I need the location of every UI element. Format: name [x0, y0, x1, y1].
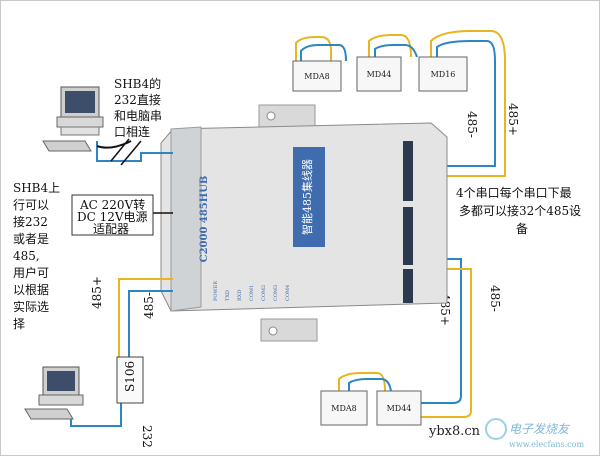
rs232-direct-line-3: 和电脑串	[114, 109, 162, 123]
watermark-url: www.elecfans.com	[509, 440, 584, 449]
rs232-direct-line-1: SHB4的	[114, 76, 161, 91]
bottom-module-md44: MD44	[376, 390, 422, 426]
label-rs232-direct: SHB4的 232直接 和电脑串 口相连	[114, 76, 162, 139]
watermark-logo-icon	[485, 418, 507, 440]
rs232-wires	[96, 138, 173, 214]
hub-indicators: POWER TXD RXD COM1 COM2 COM3 COM4	[213, 281, 291, 301]
hub-device: 智能485集线器 C2000 485HUB POWER TXD RXD COM1…	[160, 104, 448, 342]
watermark: ybx8.cn 电子发烧友 www.elecfans.com	[428, 418, 584, 449]
bottom-left-wires	[70, 278, 173, 427]
indicator-txd: TXD	[225, 290, 231, 301]
right-note-line-1: 4个串口每个串口下最	[456, 185, 572, 200]
right-note-line-2: 多都可以接32个485设	[459, 203, 581, 218]
left-note-line-8: 实际选	[13, 299, 49, 314]
indicator-com2: COM2	[261, 285, 267, 301]
converter-label: S106	[123, 361, 137, 392]
adapter-line-1: AC 220V转	[79, 197, 145, 212]
top-module-md16: MD16	[418, 56, 468, 92]
right-note-line-3: 备	[516, 222, 528, 236]
left-note-line-4: 或者是	[13, 232, 49, 246]
top-module-mda8-label: MDA8	[304, 72, 329, 81]
left-note: SHB4上 行可以 接232 或者是 485, 用户可 以根据 实际选 择	[13, 181, 60, 331]
adapter-line-3: 适配器	[93, 222, 129, 236]
bottom-module-md44-label: MD44	[387, 404, 412, 413]
left-note-line-2: 行可以	[13, 198, 49, 212]
conv-232-label: 232	[140, 425, 154, 448]
top-module-mda8: MDA8	[292, 60, 342, 92]
rs232-direct-line-2: 232直接	[114, 92, 161, 107]
hub-name-label: 智能485集线器	[300, 159, 314, 235]
indicator-com1: COM1	[249, 285, 255, 301]
top-485-minus-label: 485-	[465, 111, 479, 138]
left-note-line-3: 接232	[13, 214, 48, 229]
computer-bottom-icon	[24, 366, 84, 420]
right-note: 4个串口每个串口下最 多都可以接32个485设 备	[456, 185, 581, 236]
top-module-md16-label: MD16	[431, 70, 456, 79]
indicator-com4: COM4	[285, 285, 291, 301]
top-bus-wires	[295, 30, 506, 177]
top-module-md44-label: MD44	[367, 70, 392, 79]
bottom-module-mda8-label: MDA8	[331, 404, 356, 413]
adapter-box: AC 220V转 DC 12V电源 适配器	[71, 194, 154, 236]
left-note-line-5: 485,	[13, 249, 40, 263]
left-485-plus-label: 485+	[90, 276, 104, 309]
left-485-minus-label: 485-	[142, 292, 156, 319]
computer-top-icon	[42, 86, 104, 152]
bottom-bus-wires	[338, 258, 472, 418]
left-note-line-7: 以根据	[13, 283, 49, 297]
left-note-line-1: SHB4上	[13, 181, 60, 195]
hub-name-plate	[293, 147, 325, 247]
watermark-site: ybx8.cn	[428, 424, 481, 439]
left-note-line-6: 用户可	[13, 265, 49, 280]
left-note-line-9: 择	[13, 317, 25, 331]
bottom-module-mda8: MDA8	[320, 390, 368, 426]
top-module-md44: MD44	[356, 56, 402, 92]
indicator-power: POWER	[213, 281, 219, 301]
hub-model-label: C2000 485HUB	[199, 176, 210, 263]
top-485-plus-label: 485+	[506, 103, 520, 136]
adapter-line-2: DC 12V电源	[77, 210, 148, 224]
indicator-com3: COM3	[273, 285, 279, 301]
converter-s106: S106	[116, 356, 144, 404]
rs232-direct-line-4: 口相连	[114, 124, 150, 139]
indicator-rxd: RXD	[237, 290, 243, 301]
hub-terminal-blocks	[403, 141, 413, 303]
bottom-485-minus-label: 485-	[488, 285, 502, 312]
watermark-brand: 电子发烧友	[509, 422, 571, 436]
